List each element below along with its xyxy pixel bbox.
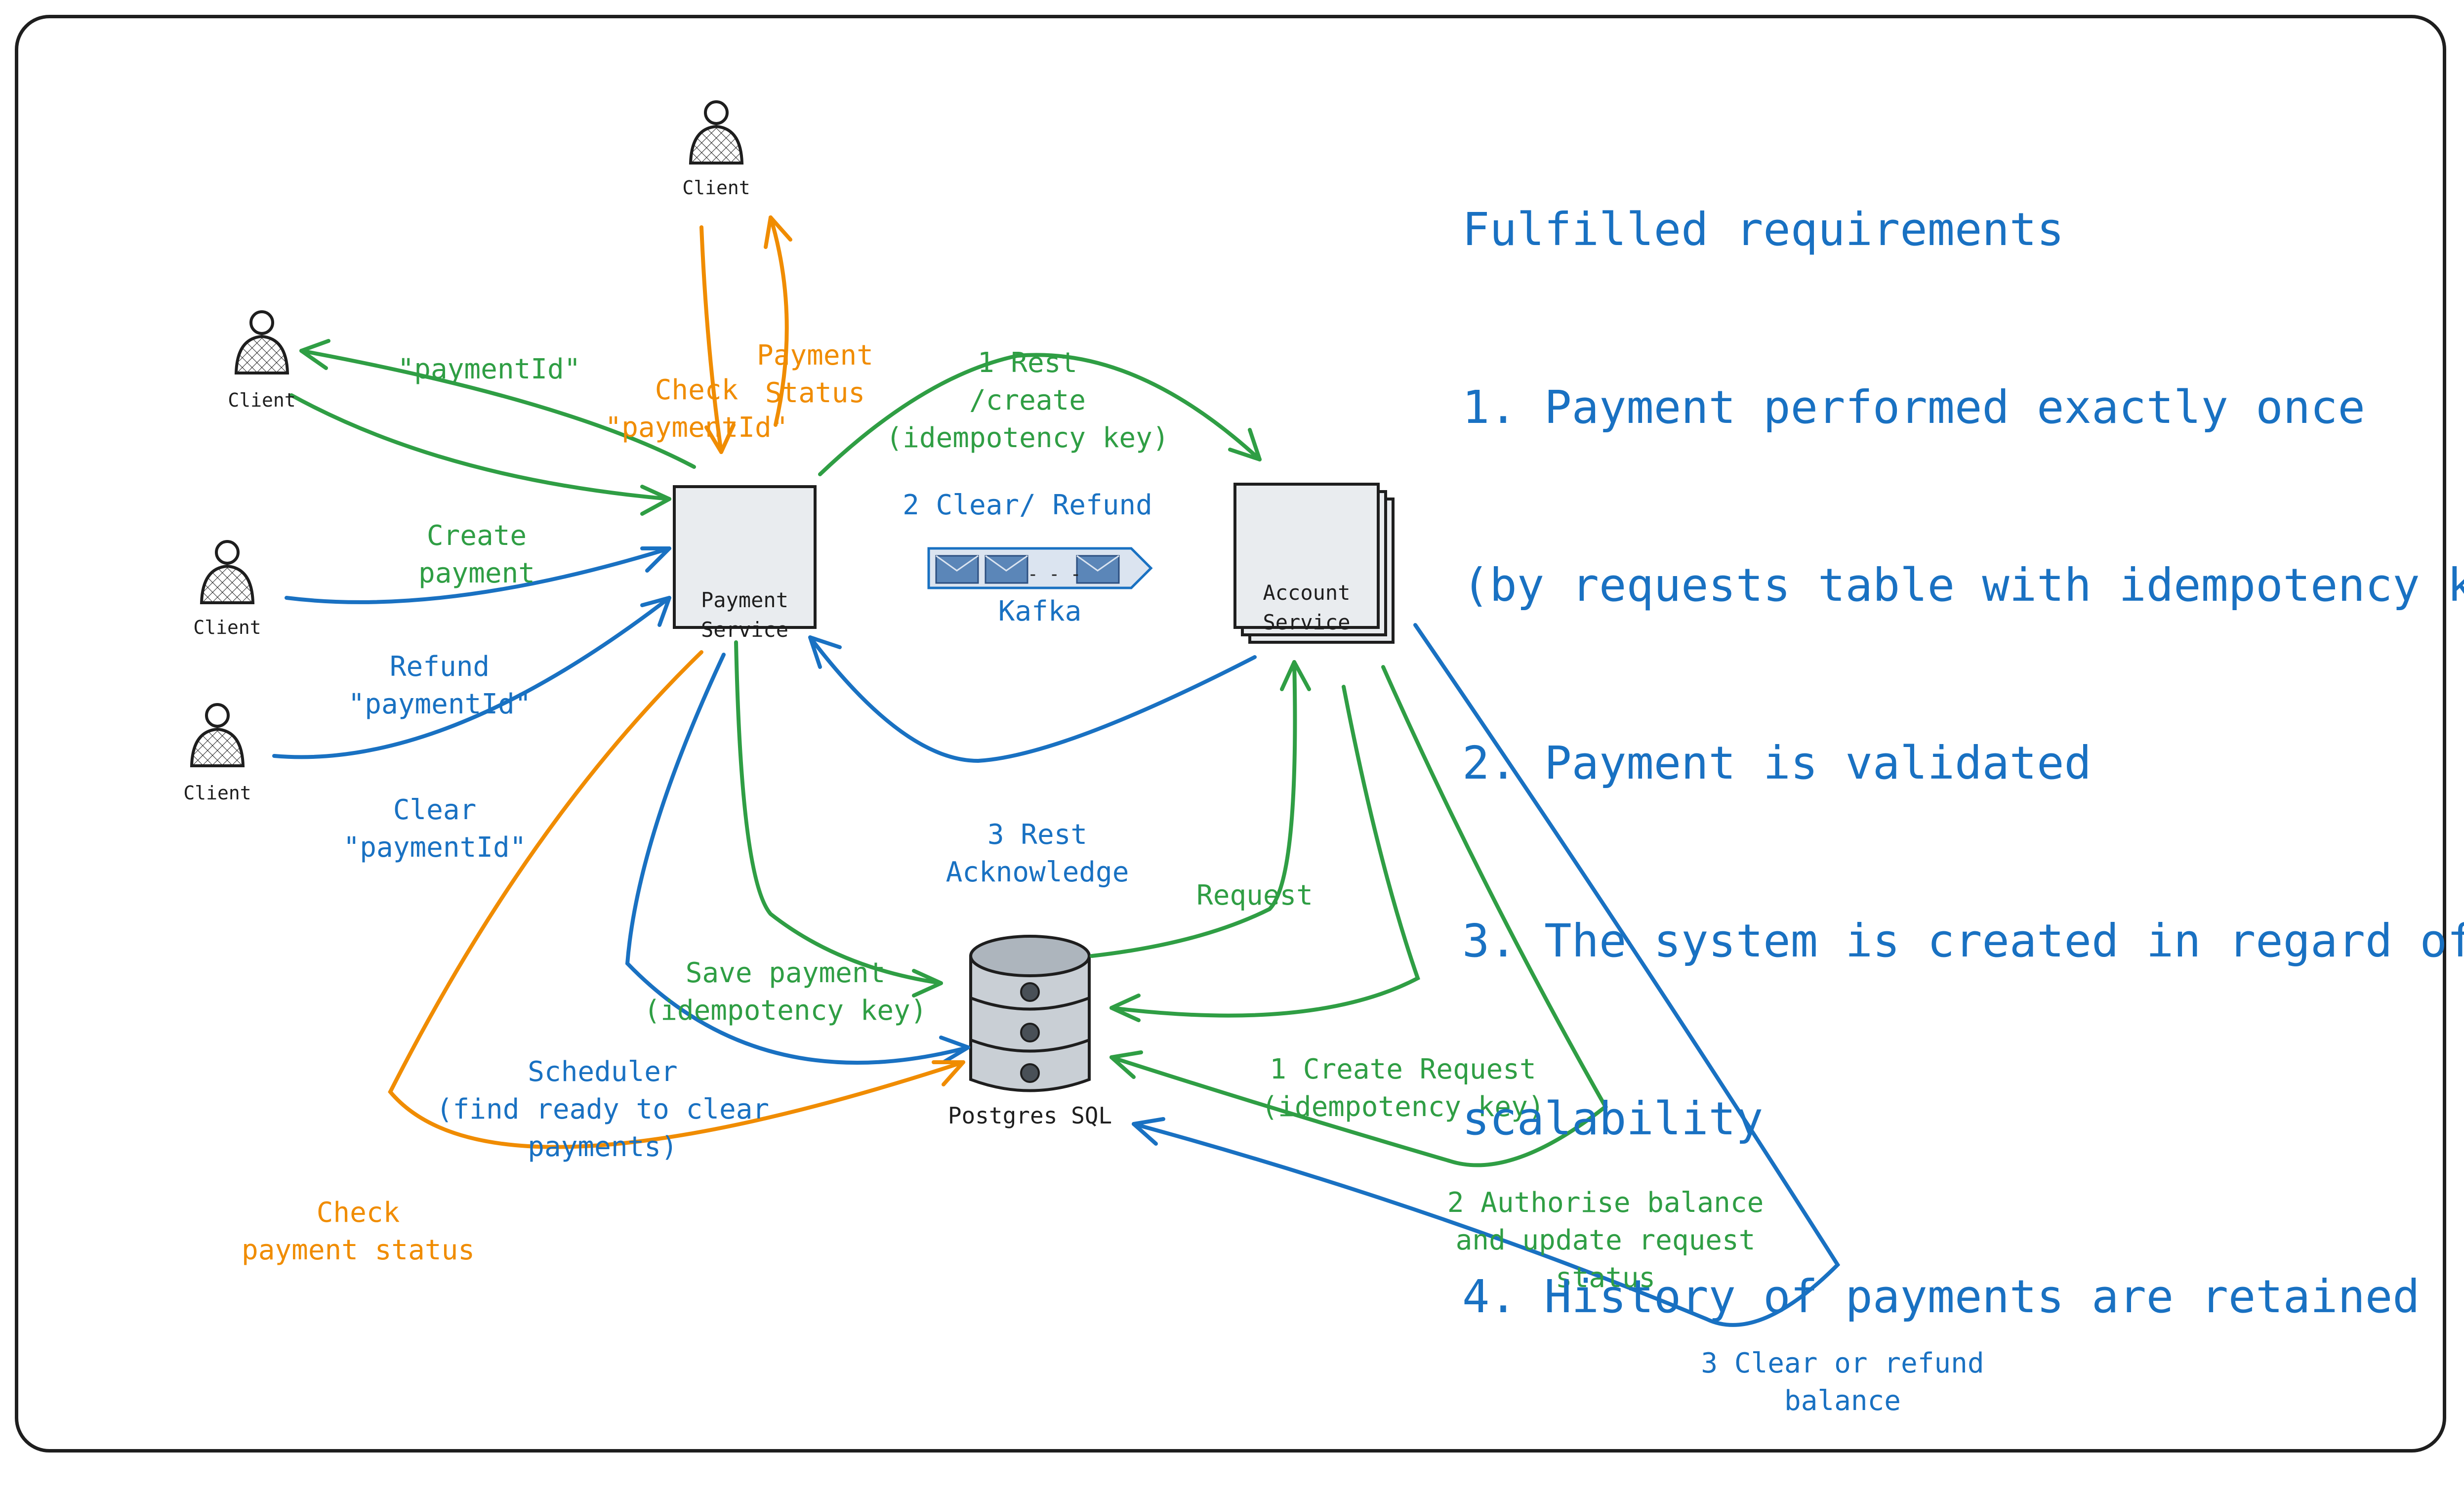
client-label-top: Client (682, 177, 750, 199)
label-clear: Clear"paymentId" (343, 794, 527, 864)
arrow-rest-acknowledge (808, 635, 1257, 763)
requirement-item: 3. The system is created in regard of (1462, 914, 2464, 967)
database-icon (969, 935, 1091, 1092)
client-icon-2 (202, 541, 253, 603)
client-label-3: Client (183, 782, 251, 804)
arrow-create-request (1109, 685, 1420, 1018)
arrow-authorise-balance (1109, 665, 1608, 1167)
arrow-paymentid-response (299, 349, 696, 469)
label-paymentid: "paymentId" (397, 353, 581, 385)
arrow-clear (272, 596, 671, 759)
arrow-request (1090, 660, 1297, 958)
client-label-1: Client (228, 389, 296, 411)
payment-service-box (673, 485, 817, 629)
requirement-item: 1. Payment performed exactly once (1462, 381, 2365, 434)
client-icon-3 (192, 705, 243, 766)
label-check-paymentid: Check"paymentId" (605, 374, 788, 444)
arrow-clear-refund-balance (1132, 623, 1841, 1327)
arrow-refund (285, 546, 671, 604)
arrow-scheduler (625, 653, 970, 1065)
requirement-item: scalability (1462, 1092, 1764, 1145)
arrow-create-payment (289, 393, 671, 501)
arrow-check-paymentid (699, 225, 723, 454)
arrow-rest-create (818, 353, 1262, 476)
arrow-save-payment (734, 640, 943, 985)
requirements-list: Fulfilled requirements 1. Payment perfor… (1462, 82, 2464, 1445)
label-clear-refund-queue: 2 Clear/ Refund (903, 489, 1152, 521)
client-label-2: Client (193, 617, 261, 638)
database-label: Postgres SQL (947, 1102, 1112, 1129)
label-rest-create: 1 Rest/create(idempotency key) (886, 347, 1169, 454)
kafka-queue-icon (927, 547, 1153, 589)
client-icon-1 (236, 312, 287, 373)
label-refund: Refund"paymentId" (348, 651, 532, 720)
label-request: Request (1196, 879, 1313, 912)
canvas-frame (15, 15, 2446, 1453)
account-service-box (1233, 483, 1395, 644)
kafka-label: Kafka (998, 595, 1082, 627)
kafka-dots: - - - (1027, 564, 1081, 584)
requirement-item: 4. History of payments are retained (1462, 1270, 2420, 1323)
client-icon-top (691, 102, 742, 163)
label-save-payment: Save payment(idempotency key) (644, 957, 927, 1027)
arrow-check-payment-status (388, 650, 965, 1149)
requirement-item: (by requests table with idempotency key) (1462, 559, 2464, 612)
requirements-title: Fulfilled requirements (1462, 203, 2064, 256)
arrow-payment-status (769, 215, 789, 427)
label-create-request: 1 Create Request(idempotency key) (1261, 1053, 1545, 1123)
requirement-item: 2. Payment is validated (1462, 737, 2092, 789)
